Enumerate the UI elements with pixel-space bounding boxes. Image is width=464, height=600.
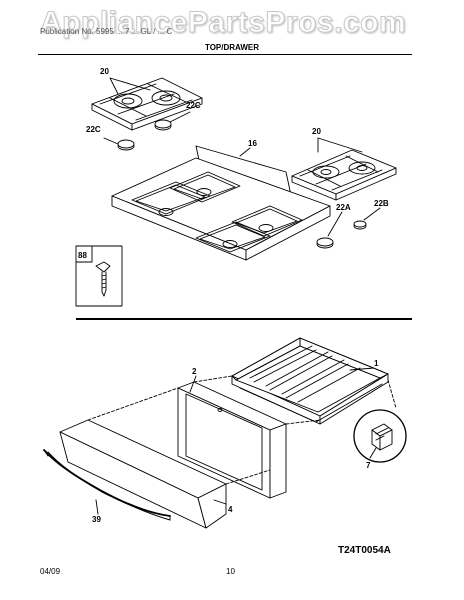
leader-lines-top — [103, 77, 381, 237]
publication-header: Publication No. 5995 ... 7 ... GL / ... … — [40, 27, 173, 36]
callout-20-right: 20 — [312, 127, 321, 136]
cooktop — [111, 145, 331, 261]
footer-page-number: 10 — [226, 567, 235, 576]
glide-icon — [371, 423, 393, 451]
drawer-front — [59, 419, 227, 529]
section-title: TOP/DRAWER — [204, 43, 260, 52]
footer-date: 04/09 — [40, 567, 61, 576]
burner-cap-22c-right — [154, 119, 172, 131]
callout-39: 39 — [92, 515, 101, 524]
watermark: AppliancePartsPros.com — [39, 6, 407, 40]
burner-cap-22a — [316, 237, 334, 249]
drawing-code: T24T0054A — [338, 545, 391, 556]
callout-88: 88 — [78, 251, 87, 260]
burner-cap-22c-left — [117, 139, 135, 151]
callout-2: 2 — [192, 367, 197, 376]
callout-22c-top: 22C — [186, 101, 201, 110]
grate-right — [291, 149, 397, 201]
inset-box-88 — [75, 245, 123, 307]
callout-7: 7 — [366, 461, 371, 470]
callout-22c-left: 22C — [86, 125, 101, 134]
assembly-lines — [87, 375, 397, 485]
callout-16: 16 — [248, 139, 257, 148]
header-rule — [38, 54, 412, 55]
callout-22b: 22B — [374, 199, 389, 208]
screw-icon — [95, 261, 111, 297]
drawer-handle — [43, 449, 171, 521]
drawer-panel — [177, 381, 287, 499]
glide-inset — [353, 409, 407, 463]
callout-20-left: 20 — [100, 67, 109, 76]
drawer-body — [231, 337, 389, 425]
callout-1: 1 — [374, 359, 379, 368]
callout-22a: 22A — [336, 203, 351, 212]
burner-cap-22b — [353, 220, 367, 230]
callout-4: 4 — [228, 505, 233, 514]
leader-lines-bottom — [95, 367, 377, 515]
section-divider — [76, 318, 412, 320]
